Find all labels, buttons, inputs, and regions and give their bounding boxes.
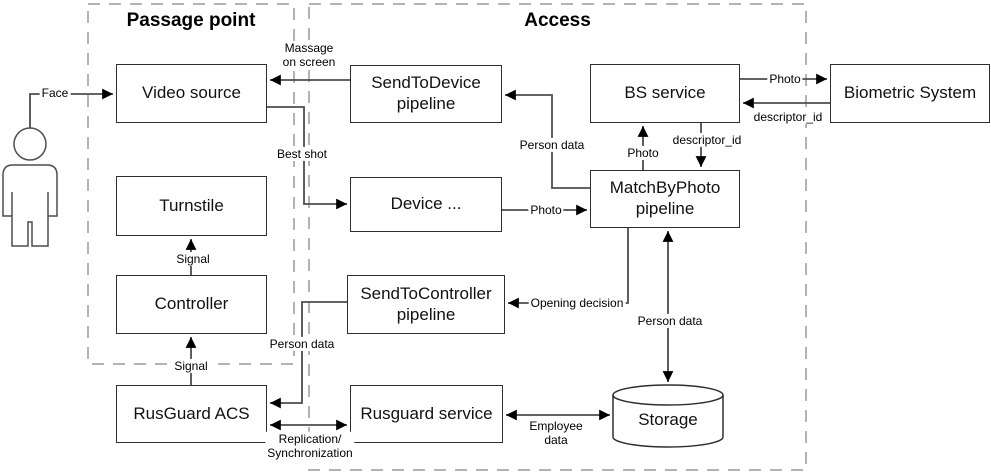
node-storage-label: Storage — [638, 410, 698, 429]
node-biometric-system: Biometric System — [830, 64, 990, 123]
edge-label-employee-data: Employee data — [527, 418, 585, 448]
node-send-to-device-pipeline: SendToDevice pipeline — [350, 65, 502, 123]
edge-label-face: Face — [39, 85, 71, 101]
edge-label-best-shot: Best shot — [274, 146, 330, 162]
edge-opening-decision — [507, 228, 629, 309]
node-rusguard-service: Rusguard service — [350, 385, 503, 443]
edge-label-person-data-to-acs: Person data — [267, 336, 337, 352]
node-turnstile: Turnstile — [116, 176, 267, 236]
node-controller: Controller — [116, 275, 267, 334]
edge-label-descriptor-id-bs-to-match: descriptor_id — [670, 132, 744, 148]
edge-person-data-to-acs — [270, 301, 347, 409]
edge-label-opening-decision: Opening decision — [528, 295, 626, 311]
group-title-access: Access — [524, 10, 591, 31]
person-actor-icon — [2, 127, 58, 247]
node-bs-service: BS service — [590, 64, 740, 123]
node-match-by-photo-pipeline: MatchByPhoto pipeline — [590, 170, 740, 228]
edge-label-signal-acs-to-controller: Signal — [172, 358, 210, 374]
group-title-passage-point: Passage point — [126, 10, 256, 31]
edge-label-descriptor-id-biometric-to-bs: descriptor_id — [751, 109, 825, 125]
edge-label-replication-sync: Replication/ Synchronization — [265, 431, 355, 461]
edge-label-person-data-to-device-pipeline: Person data — [517, 137, 587, 153]
edge-label-photo-match-to-bs: Photo — [625, 145, 661, 161]
edge-label-signal-controller-to-turnstile: Signal — [174, 251, 212, 267]
node-device: Device ... — [350, 177, 502, 232]
edge-label-massage-on-screen: Massage on screen — [280, 40, 338, 70]
node-rusguard-acs: RusGuard ACS — [116, 385, 267, 443]
node-send-to-controller-pipeline: SendToController pipeline — [347, 275, 505, 334]
edge-label-photo-device-to-match: Photo — [528, 202, 564, 218]
node-video-source: Video source — [116, 64, 267, 123]
edge-label-person-data-match-storage: Person data — [635, 313, 705, 329]
edge-face — [29, 88, 113, 128]
group-passage-point-border — [87, 3, 295, 365]
storage-cylinder — [612, 384, 724, 448]
edge-label-photo-bs-to-biometric: Photo — [767, 71, 803, 87]
